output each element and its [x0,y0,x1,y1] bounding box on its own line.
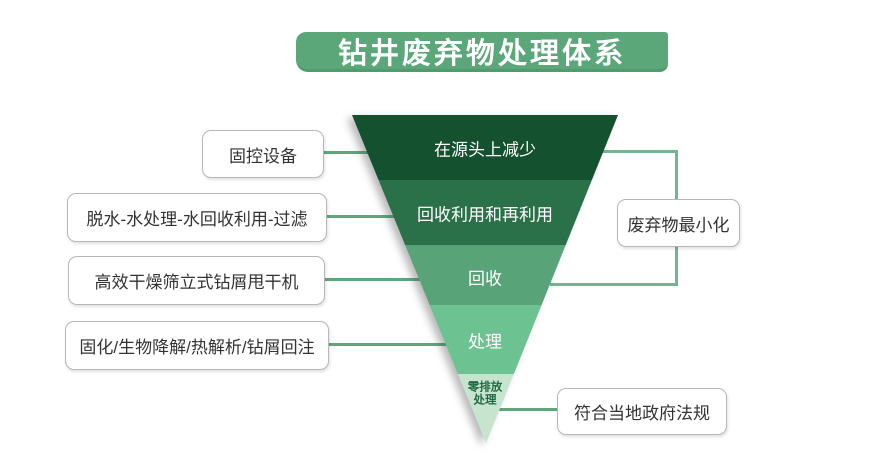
annotation-treatment-methods: 固化/生物降解/热解析/钻屑回注 [65,321,329,370]
connector-line-treatment [325,343,453,346]
annotation-solids-control: 固控设备 [202,130,324,178]
connector-line-regulations [490,408,560,411]
pyramid-level-1 [352,115,618,180]
pyramid-label-2: 回收利用和再利用 [417,205,553,225]
pyramid-label-3: 回收 [468,269,502,289]
annotation-local-regulations: 符合当地政府法规 [557,388,727,435]
bracket-top-line [598,150,678,153]
page-title: 钻井废弃物处理体系 [296,32,668,72]
annotation-waste-minimization: 废弃物最小化 [617,199,740,247]
pyramid-label-5: 零排放 处理 [455,381,515,406]
pyramid-label-5-line2: 处理 [473,394,497,406]
bracket-bottom-line [550,283,678,286]
pyramid-label-1: 在源头上减少 [434,140,536,160]
connector-line-dewatering [323,215,401,218]
pyramid-label-5-line1: 零排放 [467,381,503,394]
annotation-dewatering: 脱水-水处理-水回收利用-过滤 [67,193,327,242]
connector-line-dryer [321,278,427,281]
pyramid-label-4: 处理 [468,332,502,352]
connector-line-solids-control [320,151,374,154]
annotation-dryer: 高效干燥筛立式钻屑甩干机 [68,256,325,305]
